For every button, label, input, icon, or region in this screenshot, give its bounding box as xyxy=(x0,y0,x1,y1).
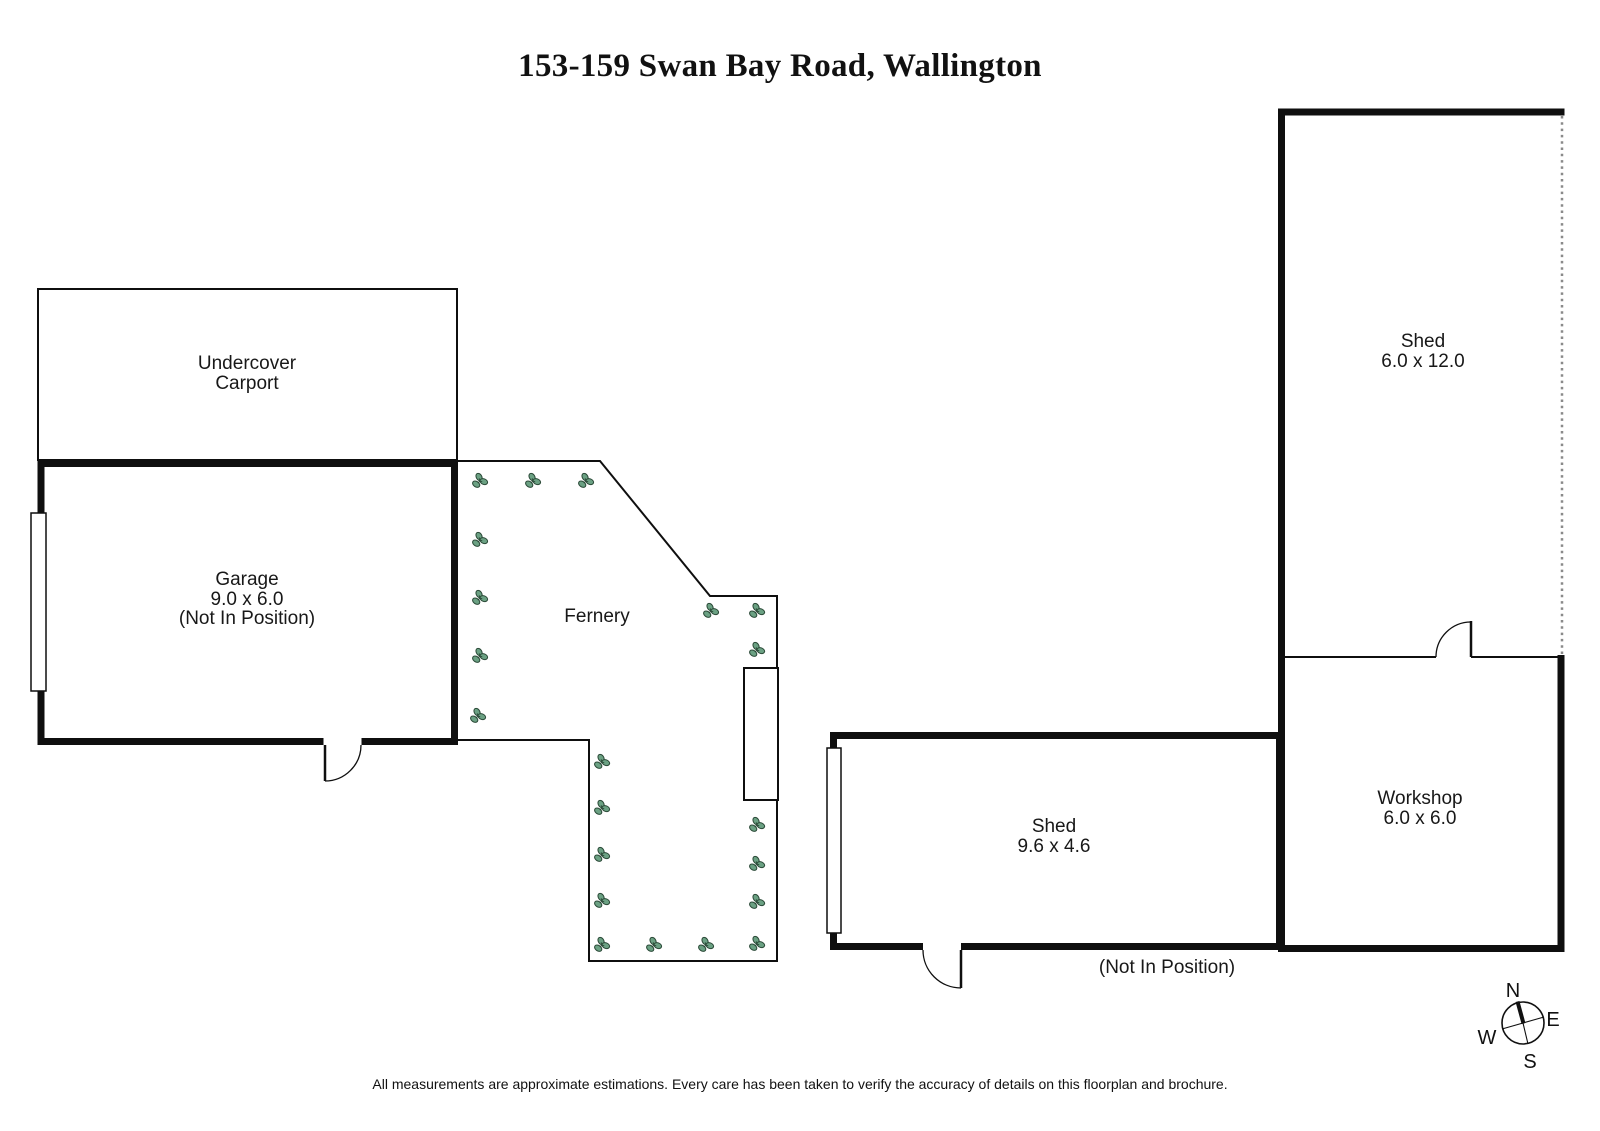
shed-small-window xyxy=(826,747,842,934)
shed-large-door-arc xyxy=(1435,621,1472,658)
compass-label-east: E xyxy=(1546,1009,1559,1031)
shed-large-name: Shed xyxy=(1400,331,1446,352)
compass-circle xyxy=(1501,1001,1545,1045)
shed-large-label: Shed 6.0 x 12.0 xyxy=(1273,332,1573,371)
shed-large-dimensions: 6.0 x 12.0 xyxy=(1381,350,1465,372)
carport-label: Undercover Carport xyxy=(97,354,397,393)
garage-dimensions: 9.0 x 6.0 xyxy=(210,588,284,610)
compass: N E W S xyxy=(1478,980,1560,1073)
fernery-label: Fernery xyxy=(447,607,747,627)
shed-small-outline xyxy=(830,732,1283,950)
workshop-dimensions: 6.0 x 6.0 xyxy=(1383,807,1457,829)
disclaimer-text: All measurements are approximate estimat… xyxy=(372,1076,1228,1092)
fernery-name: Fernery xyxy=(564,606,630,627)
workshop-name: Workshop xyxy=(1377,788,1463,809)
shed-small-door-arc xyxy=(922,949,962,989)
workshop-label: Workshop 6.0 x 6.0 xyxy=(1270,789,1570,828)
compass-label-west: W xyxy=(1478,1027,1497,1049)
garage-note: (Not In Position) xyxy=(178,608,316,629)
garage-name: Garage xyxy=(215,569,279,590)
shed-small-dimensions: 9.6 x 4.6 xyxy=(1017,835,1091,857)
shed-small-name: Shed xyxy=(1031,816,1077,837)
compass-label-south: S xyxy=(1523,1051,1536,1073)
garage-label: Garage 9.0 x 6.0 (Not In Position) xyxy=(97,570,397,629)
fernery-outline xyxy=(456,460,778,962)
garage-outline xyxy=(37,460,458,745)
carport-name-line2: Carport xyxy=(215,372,279,394)
shed-small-label: Shed 9.6 x 4.6 xyxy=(904,817,1204,856)
garage-door-gap xyxy=(323,736,362,747)
shed-small-note: (Not In Position) xyxy=(1017,958,1317,978)
carport-name-line1: Undercover xyxy=(197,353,297,374)
carport-outline xyxy=(37,288,458,461)
compass-needle xyxy=(1515,1000,1526,1025)
fernery-opening xyxy=(743,667,779,801)
page-title: 153-159 Swan Bay Road, Wallington xyxy=(518,48,1042,84)
garage-door-arc xyxy=(324,744,362,782)
compass-label-north: N xyxy=(1506,980,1520,1002)
garage-window xyxy=(30,512,47,692)
shed-small-note-text: (Not In Position) xyxy=(1098,957,1236,978)
shed-small-door-gap xyxy=(923,941,961,953)
